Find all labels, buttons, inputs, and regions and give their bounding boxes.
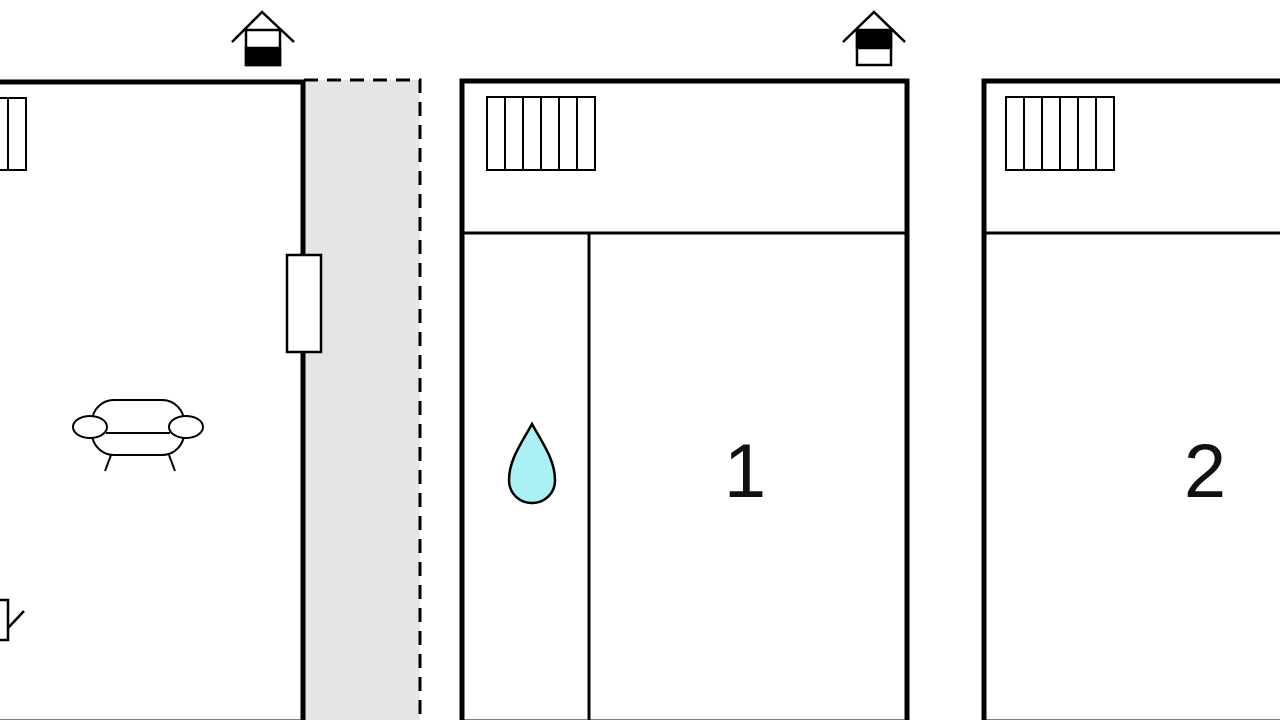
room-number-1: 1 — [724, 429, 766, 514]
radiator-icon — [1005, 96, 1115, 171]
partial-object-icon — [0, 598, 25, 642]
water-drop-icon — [507, 421, 557, 505]
bedroom-2-walls — [981, 78, 1280, 720]
house-entrance-icon — [842, 10, 906, 67]
bedroom-2: 2 — [981, 78, 1280, 720]
balcony-area — [302, 78, 422, 720]
bedroom-1-walls — [459, 78, 910, 720]
sofa-icon — [72, 399, 204, 472]
room-number-2: 2 — [1184, 429, 1226, 514]
radiator-icon — [486, 96, 596, 171]
window-icon — [285, 253, 323, 354]
radiator-icon — [0, 97, 27, 171]
bedroom-1: 1 — [459, 78, 910, 720]
living-room — [0, 79, 323, 720]
house-entrance-icon — [231, 10, 295, 67]
